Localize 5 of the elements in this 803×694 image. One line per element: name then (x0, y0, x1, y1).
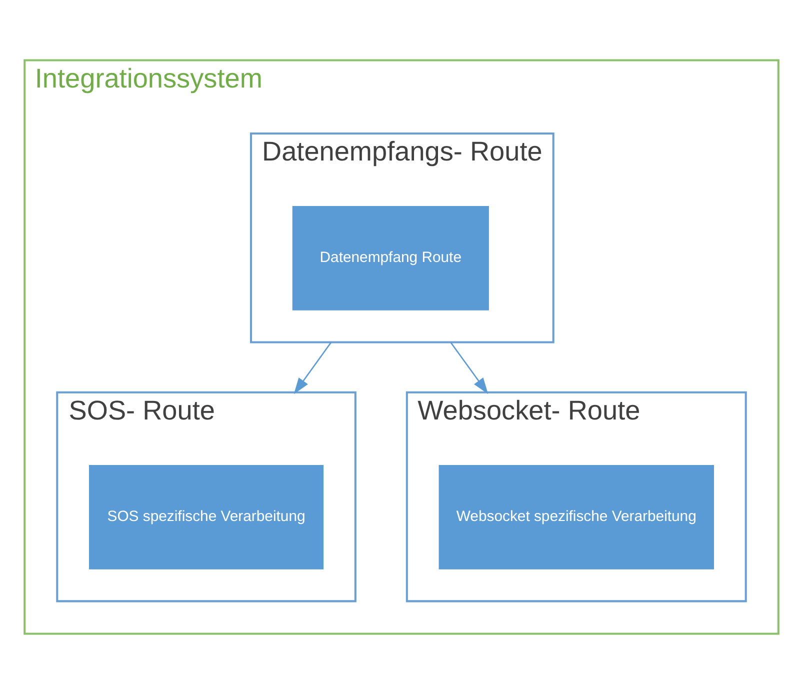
node-box: Datenempfang Route (292, 206, 489, 310)
arrow (450, 342, 488, 394)
node-box: SOS spezifische Verarbeitung (89, 464, 324, 570)
arrow (294, 342, 332, 394)
node-box: Websocket spezifische Verarbeitung (438, 464, 714, 570)
